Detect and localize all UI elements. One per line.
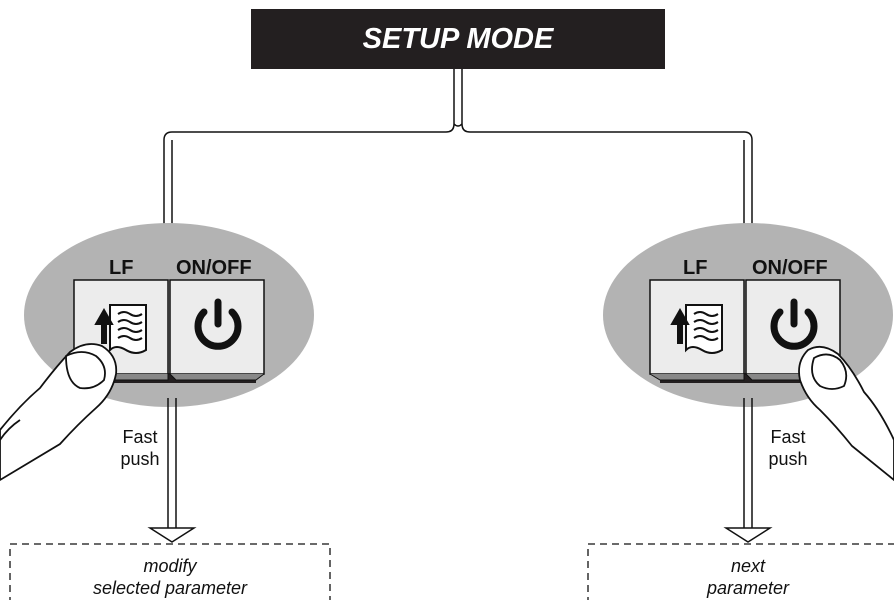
action-connector bbox=[167, 398, 753, 530]
on-off-label-right: ON/OFF bbox=[752, 257, 828, 279]
result-text-right-1: next bbox=[730, 556, 766, 576]
paper-feed-icon bbox=[94, 304, 147, 354]
branch-connector bbox=[163, 69, 753, 236]
power-icon bbox=[194, 298, 242, 350]
right-button-panel bbox=[603, 223, 894, 482]
lf-key[interactable] bbox=[649, 279, 745, 381]
finger-icon bbox=[798, 345, 894, 482]
result-text-right-2: parameter bbox=[706, 578, 790, 598]
result-box-right bbox=[587, 543, 894, 600]
action-text-left-1: Fast bbox=[122, 427, 158, 447]
action-text-right-2: push bbox=[768, 449, 808, 469]
paper-feed-icon bbox=[670, 304, 723, 354]
result-text-left-2: selected parameter bbox=[92, 578, 248, 598]
panel-base bbox=[84, 373, 256, 383]
lf-key[interactable] bbox=[73, 279, 169, 381]
on-off-label-left: ON/OFF bbox=[176, 257, 252, 279]
on-off-key[interactable] bbox=[169, 279, 265, 381]
result-box-left bbox=[9, 543, 331, 600]
action-text-left-2: push bbox=[120, 449, 160, 469]
panel-base bbox=[660, 373, 832, 383]
action-text-right-1: Fast bbox=[770, 427, 806, 447]
setup-mode-banner: SETUP MODE bbox=[251, 9, 665, 69]
finger-icon bbox=[0, 343, 118, 482]
arrow-down-icon bbox=[723, 527, 773, 543]
lf-label-left: LF bbox=[109, 257, 134, 279]
power-icon bbox=[770, 298, 818, 350]
page-title: SETUP MODE bbox=[362, 23, 554, 55]
left-button-panel bbox=[0, 223, 314, 482]
lf-label-right: LF bbox=[683, 257, 708, 279]
result-text-left-1: modify bbox=[143, 556, 197, 576]
arrow-down-icon bbox=[147, 527, 197, 543]
